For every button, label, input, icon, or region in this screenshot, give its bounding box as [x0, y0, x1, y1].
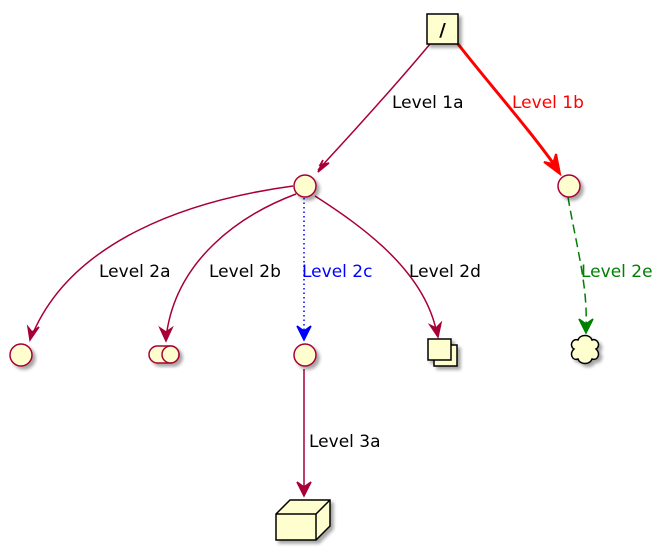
level1b-circle [557, 174, 581, 198]
edge-level-2a [26, 185, 294, 342]
level2e-cloud-shape [570, 334, 600, 365]
edge-level-3a [296, 369, 312, 498]
edge-level-2a-arrowhead [26, 324, 40, 342]
level2c-circle [293, 343, 317, 367]
edge-label-level-1a: Level 1a [392, 93, 464, 113]
edge-level-2e-arrowhead [578, 318, 594, 335]
level3a-box-edges [276, 499, 331, 540]
edge-level-2a-line [30, 185, 294, 339]
edge-label-level-2b: Level 2b [209, 262, 281, 282]
root-rectangle [426, 13, 459, 45]
edge-level-2c [296, 198, 312, 342]
level3a-node [275, 499, 331, 541]
edge-level-2c-arrowhead [296, 325, 312, 342]
edge-level-3a-arrowhead [296, 481, 312, 498]
root-label: / [439, 20, 446, 41]
edge-label-level-2c: Level 2c [302, 262, 372, 282]
edge-level-2e [567, 196, 594, 335]
edge-level-1a-line [317, 43, 431, 171]
edge-level-2d [314, 195, 443, 339]
level1a-circle [293, 174, 317, 198]
edge-level-2b-line [165, 193, 297, 339]
edge-label-level-3a: Level 3a [309, 432, 381, 452]
level2b-toggle-knob [161, 345, 180, 364]
edge-label-level-2a: Level 2a [99, 262, 171, 282]
level2b-node [148, 345, 180, 364]
level2d-collections-front [427, 338, 452, 361]
edge-level-1b [456, 43, 562, 177]
level2e-node [570, 334, 600, 365]
edge-level-2b-arrowhead [158, 325, 174, 343]
edge-label-level-2e: Level 2e [581, 262, 653, 282]
level2d-node [427, 338, 458, 367]
edge-level-1a-arrowhead [317, 159, 330, 173]
level2a-circle [9, 343, 33, 367]
edge-level-2b [158, 193, 297, 343]
edge-label-level-2d: Level 2d [409, 262, 481, 282]
level1b-node [557, 174, 581, 198]
edge-level-2d-line [314, 195, 438, 335]
edge-level-1b-arrowhead [543, 153, 562, 177]
level2a-node [9, 343, 33, 367]
level2c-node [293, 343, 317, 367]
edge-level-2d-arrowhead [427, 320, 443, 339]
edge-level-1b-line [456, 43, 560, 171]
edge-label-level-1b: Level 1b [512, 93, 584, 113]
edge-level-2e-line [567, 196, 587, 327]
level1a-node [293, 174, 317, 198]
level3a-box-shape [275, 499, 331, 541]
root-node: / [426, 13, 459, 45]
edge-level-1a [317, 43, 431, 173]
